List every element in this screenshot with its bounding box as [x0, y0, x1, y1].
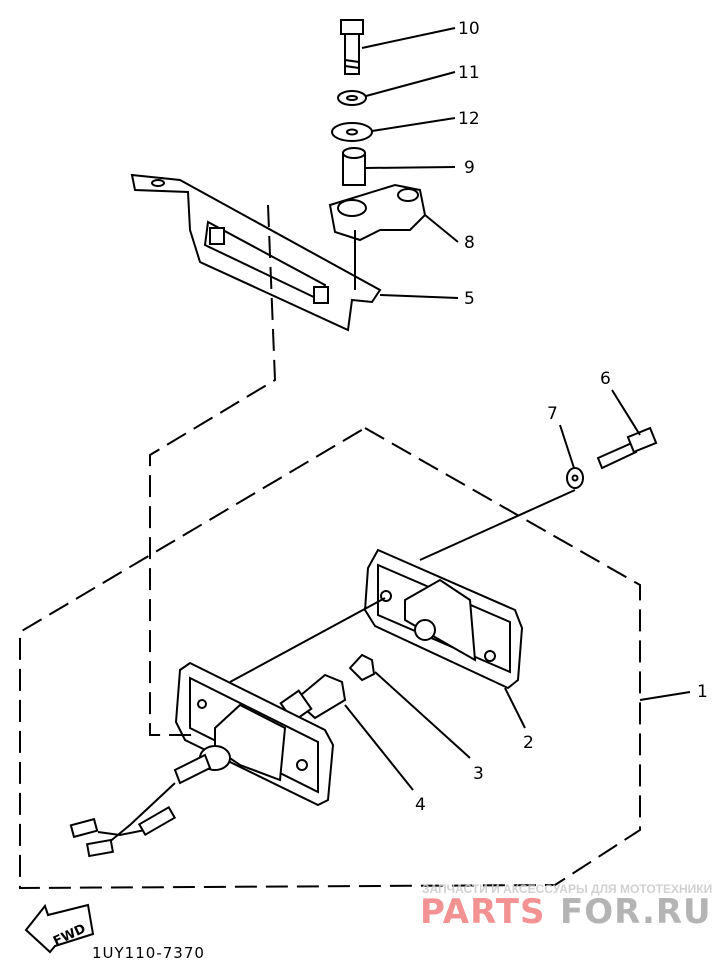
- lock-washer-part-11[interactable]: [337, 90, 367, 106]
- bracket-part-8[interactable]: [328, 183, 427, 242]
- stay-reference-line: [149, 204, 277, 736]
- lamp-housing[interactable]: [69, 661, 335, 858]
- callout-2[interactable]: 2: [523, 733, 534, 753]
- callout-7[interactable]: 7: [547, 404, 558, 424]
- lens-part-2[interactable]: [363, 548, 524, 690]
- leader-lines: [229, 27, 691, 791]
- watermark-tagline: ЗАПЧАСТИ И АКСЕССУАРЫ ДЛЯ МОТОТЕХНИКИ: [422, 882, 712, 896]
- callout-6[interactable]: 6: [600, 369, 611, 389]
- callout-5[interactable]: 5: [464, 289, 475, 309]
- callout-12[interactable]: 12: [458, 109, 480, 129]
- watermark-brand-red: PARTS: [420, 892, 545, 932]
- collar-part-9[interactable]: [342, 147, 366, 186]
- watermark-brand-gray: FOR.RU: [560, 892, 712, 932]
- callout-11[interactable]: 11: [458, 63, 480, 83]
- callout-1[interactable]: 1: [697, 682, 708, 702]
- callout-4[interactable]: 4: [415, 795, 426, 815]
- washer-part-12[interactable]: [331, 122, 373, 142]
- washer-part-7[interactable]: [566, 467, 584, 489]
- callout-10[interactable]: 10: [458, 19, 480, 39]
- callout-3[interactable]: 3: [473, 764, 484, 784]
- screw-part-6[interactable]: [596, 426, 658, 470]
- callout-8[interactable]: 8: [464, 233, 475, 253]
- stay-part-5[interactable]: [130, 173, 382, 332]
- callout-9[interactable]: 9: [464, 158, 475, 178]
- watermark: ЗАПЧАСТИ И АКСЕССУАРЫ ДЛЯ МОТОТЕХНИКИ PA…: [420, 882, 712, 932]
- drawing-code: 1UY110-7370: [92, 944, 205, 962]
- forward-arrow-icon: FWD: [24, 903, 95, 954]
- assembly-boundary: [19, 427, 641, 890]
- bolt-part-10[interactable]: [340, 19, 364, 75]
- bulb-part-3[interactable]: [348, 653, 376, 682]
